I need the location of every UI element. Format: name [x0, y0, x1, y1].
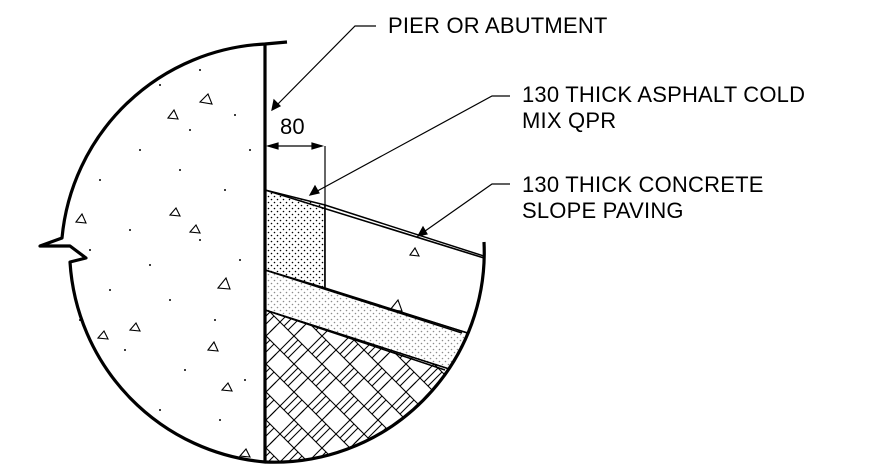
slope-section: [265, 189, 485, 463]
concrete-speckle: [79, 69, 251, 421]
slope-triangles: [388, 246, 420, 312]
label-concrete: 130 THICK CONCRETE SLOPE PAVING: [522, 172, 764, 224]
label-asphalt-line2: MIX QPR: [522, 108, 617, 133]
label-asphalt-line1: 130 THICK ASPHALT COLD: [522, 82, 806, 107]
aggregate-triangles: [74, 93, 251, 458]
label-concrete-line1: 130 THICK CONCRETE: [522, 172, 764, 197]
dimension-value: 80: [280, 114, 305, 139]
slope-top-line: [264, 189, 485, 259]
label-pier-or-abutment: PIER OR ABUTMENT: [388, 13, 608, 38]
bedding-layer: [265, 268, 485, 384]
pier-body: [38, 40, 288, 464]
label-asphalt: 130 THICK ASPHALT COLD MIX QPR: [522, 82, 805, 134]
section-boundary: [264, 241, 486, 464]
leader-lines: [271, 25, 510, 237]
bedding-top-line: [264, 269, 463, 334]
label-concrete-line2: SLOPE PAVING: [522, 198, 684, 223]
dimension-80: [265, 142, 325, 150]
fill-top-line: [264, 309, 446, 371]
